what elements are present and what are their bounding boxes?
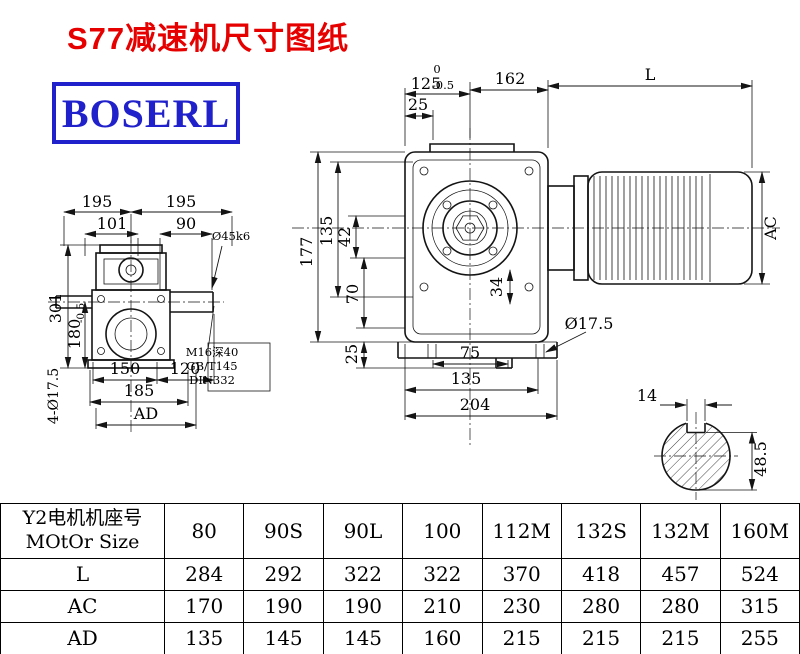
dim-195-left: 195	[82, 192, 113, 211]
dim-75: 75	[460, 343, 480, 362]
cell-AD-132S: 215	[560, 622, 642, 654]
dim-90: 90	[176, 214, 196, 233]
dim-125: 125	[411, 74, 442, 93]
dim-AD: AD	[133, 404, 158, 423]
cell-L-112M: 370	[481, 558, 562, 591]
cell-AC-100: 210	[402, 590, 483, 623]
dim-135-bottom: 135	[451, 369, 482, 388]
col-header-132M: 132M	[640, 503, 721, 559]
dim-162: 162	[495, 69, 526, 88]
cell-AC-132M: 280	[640, 590, 721, 623]
right-view: 0 125 -0.5 162 L 25 177 135 42 70 25 34 …	[292, 62, 780, 448]
dim-101: 101	[97, 214, 128, 233]
dim-AC: AC	[761, 216, 780, 241]
cell-L-132S: 418	[560, 558, 642, 591]
col-header-112M: 112M	[481, 503, 562, 559]
dim-204: 204	[460, 395, 491, 414]
cell-AC-112M: 230	[481, 590, 562, 623]
cell-L-90L: 322	[322, 558, 404, 591]
dim-14: 14	[637, 386, 657, 405]
header-motor-size-cell: Y2电机机座号 MOtOr Size	[0, 503, 165, 559]
dim-L: L	[645, 65, 656, 84]
dim-120: 120	[170, 359, 201, 378]
cell-L-100: 322	[402, 558, 483, 591]
cell-AD-132M: 215	[640, 622, 721, 654]
col-header-132S: 132S	[560, 503, 642, 559]
cell-AD-112M: 215	[481, 622, 562, 654]
table-row-AC: AC 170 190 190 210 230 280 280 315	[0, 590, 800, 623]
left-view: 195 195 101 90 Ø45k6 301 180 -0.5 4-Ø17.…	[46, 192, 271, 432]
cell-AC-90S: 190	[243, 590, 324, 623]
cell-L-90S: 292	[243, 558, 324, 591]
dim-185: 185	[124, 381, 155, 400]
dim-180-tol: -0.5	[75, 303, 87, 323]
cell-AD-100: 160	[402, 622, 483, 654]
cell-AD-90L: 145	[322, 622, 404, 654]
cell-L-132M: 457	[640, 558, 721, 591]
dim-42: 42	[335, 227, 354, 247]
motor-size-table: Y2电机机座号 MOtOr Size 80 90S 90L 100 112M 1…	[0, 503, 800, 654]
dim-135-left: 135	[317, 216, 336, 247]
row-label-AC: AC	[0, 590, 165, 623]
col-header-90S: 90S	[243, 503, 324, 559]
dim-34: 34	[487, 277, 506, 297]
cell-AD-90S: 145	[243, 622, 324, 654]
table-row-L: L 284 292 322 322 370 418 457 524	[0, 558, 800, 591]
dim-301: 301	[46, 293, 65, 324]
dim-150: 150	[110, 359, 141, 378]
cell-AC-160M: 315	[719, 590, 800, 623]
cell-AD-80: 135	[163, 622, 245, 654]
page-title: S77减速机尺寸图纸	[67, 21, 350, 56]
col-header-90L: 90L	[322, 503, 404, 559]
cell-AC-80: 170	[163, 590, 245, 623]
dim-shaft-dia: Ø45k6	[212, 229, 250, 243]
table-row-AD: AD 135 145 145 160 215 215 215 255	[0, 622, 800, 654]
note-line-3: DIN332	[189, 373, 235, 387]
row-label-L: L	[0, 558, 165, 591]
dim-48-5: 48.5	[751, 441, 770, 477]
dim-180: 180	[65, 319, 84, 350]
dim-125-tol-lower: -0.5	[432, 78, 454, 92]
right-view-dimensions: 0 125 -0.5 162 L 25 177 135 42 70 25 34 …	[297, 62, 780, 420]
cell-L-160M: 524	[719, 558, 800, 591]
cell-L-80: 284	[163, 558, 245, 591]
cell-AC-90L: 190	[322, 590, 404, 623]
col-header-100: 100	[402, 503, 483, 559]
note-line-1: M16深40	[186, 345, 239, 359]
cell-AD-160M: 255	[719, 622, 800, 654]
header-motor-size-en: MOtOr Size	[25, 531, 140, 553]
dim-195-right: 195	[166, 192, 197, 211]
col-header-80: 80	[163, 503, 245, 559]
header-motor-size-cn: Y2电机机座号	[22, 507, 143, 530]
boserl-logo: BOSERL	[52, 82, 240, 144]
table-header-row: Y2电机机座号 MOtOr Size 80 90S 90L 100 112M 1…	[0, 503, 800, 559]
dim-125-tol-upper: 0	[433, 62, 440, 76]
technical-drawing: 195 195 101 90 Ø45k6 301 180 -0.5 4-Ø17.…	[46, 62, 780, 500]
cell-AC-132S: 280	[560, 590, 642, 623]
dim-177: 177	[297, 237, 316, 268]
row-label-AD: AD	[0, 622, 165, 654]
col-header-160M: 160M	[719, 503, 800, 559]
dim-25-top: 25	[408, 95, 428, 114]
dim-70: 70	[343, 284, 362, 304]
boserl-logo-text: BOSERL	[61, 90, 231, 136]
dim-foot-hole: Ø17.5	[565, 314, 614, 333]
note-line-2: GB/T145	[186, 359, 237, 373]
thread-note-box: M16深40 GB/T145 DIN332	[186, 342, 271, 392]
right-view-geometry	[292, 128, 780, 448]
left-view-dimensions: 195 195 101 90 Ø45k6 301 180 -0.5 4-Ø17.…	[46, 192, 250, 429]
shaft-section-detail: 14 48.5	[637, 386, 770, 500]
dim-4-holes: 4-Ø17.5	[46, 368, 62, 424]
dim-25-left: 25	[342, 344, 361, 364]
